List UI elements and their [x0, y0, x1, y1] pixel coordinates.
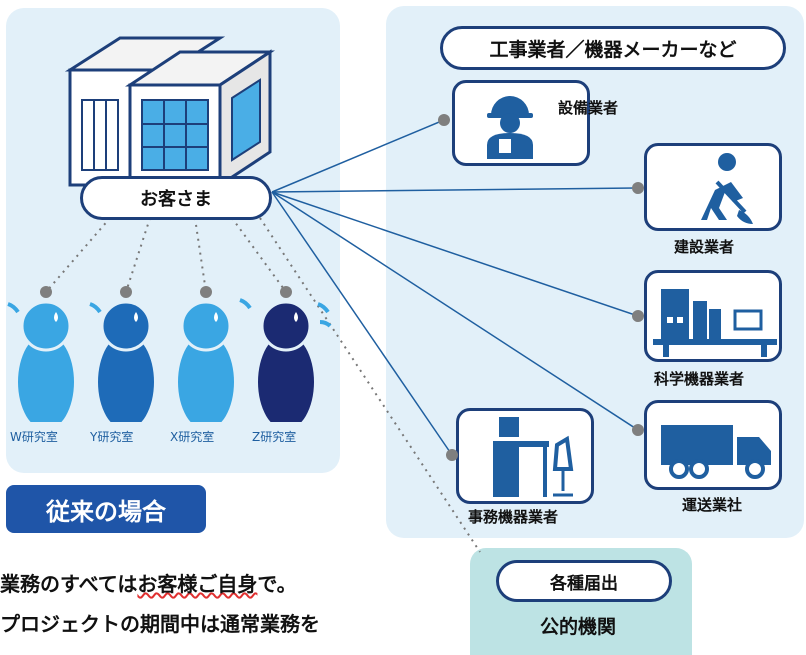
lab-label-y: Y研究室 — [90, 430, 134, 444]
label-science: 科学機器業者 — [654, 370, 745, 388]
dotted-line-z — [231, 217, 287, 293]
lab-people — [7, 286, 332, 422]
office-desk-icon — [493, 417, 574, 497]
label-equipment: 設備業者 — [558, 99, 619, 117]
dot-transport — [632, 424, 644, 436]
line-equipment — [271, 119, 445, 193]
line-science — [271, 191, 639, 317]
dotted-line-w — [45, 217, 111, 293]
dot-science — [632, 310, 644, 322]
person-x-icon — [178, 286, 252, 422]
body-line-1: 業務のすべてはお客様ご自身で。 — [0, 572, 297, 596]
line-transport — [271, 191, 639, 431]
label-construction: 建設業者 — [674, 238, 735, 256]
line-construction — [271, 187, 639, 193]
lab-label-w: W研究室 — [10, 430, 58, 444]
person-z-icon — [258, 286, 332, 422]
dot-office — [446, 449, 458, 461]
lab-equipment-icon — [653, 289, 777, 357]
person-w-icon — [7, 286, 74, 422]
dotted-line-y — [125, 217, 151, 293]
public-office-label: 公的機関 — [540, 616, 617, 638]
dot-equipment — [438, 114, 450, 126]
label-office: 事務機器業者 — [468, 508, 559, 526]
card-science — [644, 270, 782, 362]
dot-construction — [632, 182, 644, 194]
dotted-line-x — [194, 217, 207, 293]
card-office — [456, 408, 594, 504]
contractors-header: 工事業者／機器メーカーなど — [440, 26, 786, 70]
body-line-2: プロジェクトの期間中は通常業務を — [0, 612, 320, 636]
worker-helmet-icon — [487, 96, 533, 159]
lab-label-z: Z研究室 — [252, 430, 297, 444]
card-construction — [644, 143, 782, 231]
building-icon — [64, 36, 275, 188]
person-y-icon — [89, 286, 154, 422]
underlined-text: お客様ご自身 — [137, 572, 258, 596]
truck-icon — [661, 425, 771, 479]
public-office-badge: 各種届出 — [496, 560, 672, 602]
lab-label-x: X研究室 — [170, 430, 215, 444]
card-transport — [644, 400, 782, 490]
section-tag: 従来の場合 — [6, 485, 206, 533]
construction-worker-icon — [701, 153, 753, 224]
customer-label: お客さま — [80, 176, 272, 220]
card-equipment — [452, 80, 590, 166]
line-office — [271, 191, 453, 456]
label-transport: 運送業社 — [682, 496, 743, 514]
